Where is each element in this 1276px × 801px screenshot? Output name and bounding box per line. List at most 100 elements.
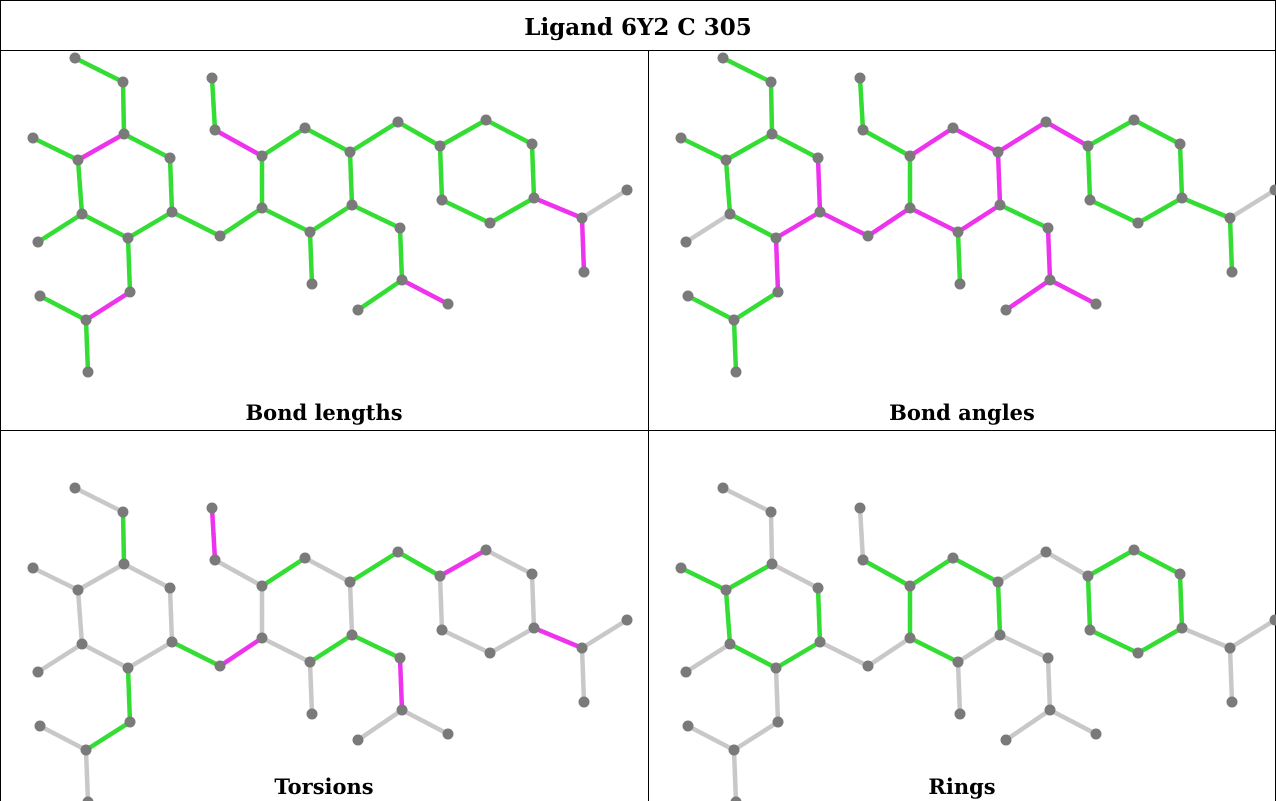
torsions-atom-29 [484, 647, 496, 659]
bond-lengths-atom-10 [124, 286, 136, 298]
torsions-atom-21 [256, 632, 268, 644]
bond-angles-atom-34 [1042, 222, 1054, 234]
bond-angles-atom-9 [680, 236, 692, 248]
rings-atom-4 [675, 562, 687, 574]
bond-lengths-atom-1 [117, 76, 129, 88]
torsions-atom-14 [214, 660, 226, 672]
bond-angles-atom-8 [724, 208, 736, 220]
bond-angles-atom-32 [1269, 184, 1276, 196]
bond-angles-atom-11 [728, 314, 740, 326]
rings-atom-10 [772, 716, 784, 728]
bond-lengths-atom-31 [576, 212, 588, 224]
bond-lengths-atom-16 [206, 72, 218, 84]
bond-angles-atom-23 [954, 278, 966, 290]
bond-angles-atom-28 [1176, 192, 1188, 204]
bond-lengths-atom-32 [621, 184, 633, 196]
bond-lengths-atom-3 [72, 154, 84, 166]
torsions-atom-12 [34, 720, 46, 732]
bond-lengths-atom-23 [306, 278, 318, 290]
bond-angles-atom-27 [1174, 138, 1186, 150]
bond-lengths-atom-26 [480, 114, 492, 126]
torsions-atom-35 [396, 704, 408, 716]
torsions-atom-18 [299, 552, 311, 564]
bond-angles-atom-5 [812, 152, 824, 164]
bond-angles-atom-19 [992, 146, 1004, 158]
bond-lengths-atom-14 [214, 230, 226, 242]
torsions-atom-10 [124, 716, 136, 728]
torsions-atom-2 [118, 558, 130, 570]
rings-atom-26 [1128, 544, 1140, 556]
torsions-atom-25 [434, 570, 446, 582]
rings-atom-28 [1176, 622, 1188, 634]
bond-lengths-atom-28 [528, 192, 540, 204]
rings-atom-17 [857, 554, 869, 566]
bond-lengths-atom-34 [394, 222, 406, 234]
torsions-atom-37 [442, 728, 454, 740]
bond-lengths-atom-33 [578, 266, 590, 278]
bond-angles-atom-16 [854, 72, 866, 84]
panel-label-torsions: Torsions [274, 774, 374, 799]
rings-atom-2 [766, 558, 778, 570]
bond-lengths-atom-8 [76, 208, 88, 220]
torsions-atom-34 [394, 652, 406, 664]
bond-angles-atom-17 [857, 124, 869, 136]
bond-angles-atom-31 [1224, 212, 1236, 224]
torsions-atom-13 [82, 796, 94, 801]
torsions-atom-19 [344, 576, 356, 588]
rings-atom-27 [1174, 568, 1186, 580]
panel-label-bond-angles: Bond angles [889, 400, 1035, 425]
bond-lengths-atom-27 [526, 138, 538, 150]
bond-lengths-atom-30 [436, 194, 448, 206]
bond-lengths-atom-9 [32, 236, 44, 248]
bond-lengths-atom-18 [299, 122, 311, 134]
bond-lengths-atom-13 [82, 366, 94, 378]
torsions-atom-20 [346, 629, 358, 641]
bond-angles-atom-12 [682, 290, 694, 302]
bond-lengths-atom-6 [166, 206, 178, 218]
molecule-torsions [27, 482, 633, 801]
rings-atom-9 [680, 666, 692, 678]
bond-lengths-atom-2 [118, 128, 130, 140]
bond-lengths-atom-35 [396, 274, 408, 286]
bond-angles-atom-22 [952, 226, 964, 238]
bond-angles-atom-0 [717, 52, 729, 64]
bond-lengths-atom-21 [256, 202, 268, 214]
panel-label-bond-lengths: Bond lengths [245, 400, 403, 425]
torsions-atom-15 [256, 580, 268, 592]
bond-angles-atom-7 [770, 232, 782, 244]
bond-lengths-atom-17 [209, 124, 221, 136]
rings-atom-5 [812, 582, 824, 594]
bond-lengths-atom-7 [122, 232, 134, 244]
rings-atom-24 [1040, 546, 1052, 558]
rings-atom-29 [1132, 647, 1144, 659]
torsions-atom-27 [526, 568, 538, 580]
bond-lengths-atom-25 [434, 140, 446, 152]
bond-lengths-atom-37 [442, 298, 454, 310]
bond-lengths-atom-12 [34, 290, 46, 302]
torsions-atom-32 [621, 614, 633, 626]
rings-atom-34 [1042, 652, 1054, 664]
torsions-atom-22 [304, 656, 316, 668]
bond-lengths-atom-11 [80, 314, 92, 326]
torsions-atom-26 [480, 544, 492, 556]
bond-angles-atom-37 [1090, 298, 1102, 310]
bond-lengths-atom-20 [346, 199, 358, 211]
torsions-atom-3 [72, 584, 84, 596]
bond-angles-atom-30 [1084, 194, 1096, 206]
torsions-atom-7 [122, 662, 134, 674]
bond-angles-atom-20 [994, 199, 1006, 211]
rings-atom-36 [1000, 734, 1012, 746]
panel-bond-lengths: Bond lengths [0, 0, 648, 430]
bond-angles-atom-2 [766, 128, 778, 140]
rings-atom-13 [730, 796, 742, 801]
bond-lengths-atom-0 [69, 52, 81, 64]
torsions-atom-4 [27, 562, 39, 574]
rings-atom-12 [682, 720, 694, 732]
bond-lengths-atom-24 [392, 116, 404, 128]
bond-lengths-atom-22 [304, 226, 316, 238]
bond-angles-atom-24 [1040, 116, 1052, 128]
rings-atom-25 [1082, 570, 1094, 582]
rings-atom-32 [1269, 614, 1276, 626]
rings-atom-0 [717, 482, 729, 494]
